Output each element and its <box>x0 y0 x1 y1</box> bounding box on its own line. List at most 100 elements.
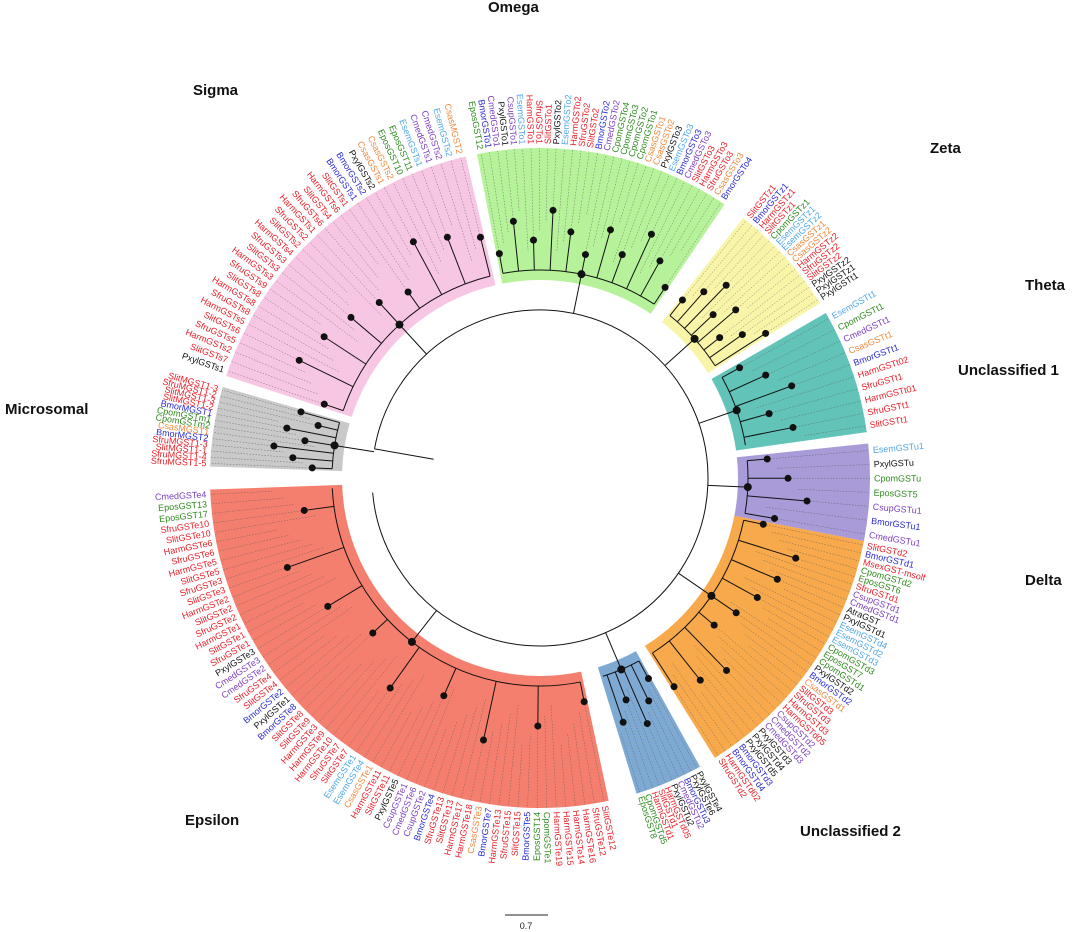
clade-label: Unclassified 1 <box>958 362 1059 379</box>
sub-branch <box>676 291 705 323</box>
clade-stem <box>605 632 622 670</box>
terminal-branch <box>700 680 746 737</box>
terminal-branch <box>730 280 805 337</box>
terminal-branch <box>210 456 303 464</box>
terminal-branch <box>768 618 822 652</box>
bootstrap-node <box>283 563 291 571</box>
bootstrap-node <box>722 281 730 289</box>
bootstrap-node <box>762 371 770 379</box>
terminal-branch <box>694 645 764 721</box>
leaf-label: CpomGSTe1 <box>542 812 553 864</box>
leaf-label: SfruGSTe15 <box>498 810 513 860</box>
bootstrap-node <box>617 665 626 674</box>
leaf-label: CsupGSTu1 <box>872 502 922 516</box>
terminal-branch <box>692 225 753 296</box>
terminal-branch <box>440 163 472 261</box>
sub-branch <box>323 336 367 365</box>
terminal-branch <box>383 187 414 242</box>
sub-branch <box>300 411 340 424</box>
terminal-branch <box>651 177 678 235</box>
terminal-branch <box>670 193 708 256</box>
terminal-branch <box>297 632 373 703</box>
sub-branch <box>350 317 382 344</box>
terminal-branch <box>216 413 287 429</box>
terminal-branch <box>556 148 565 251</box>
terminal-branch <box>730 602 817 659</box>
sub-branch <box>446 237 466 285</box>
terminal-branch <box>748 645 798 685</box>
sub-branch <box>731 559 778 580</box>
leaf-label: EsemGSTo1 <box>515 94 528 145</box>
terminal-branch <box>213 432 315 447</box>
bootstrap-node <box>647 230 655 238</box>
terminal-branch <box>311 663 362 717</box>
sub-branch <box>606 674 624 723</box>
bootstrap-node <box>330 441 339 450</box>
sub-branch <box>697 309 737 343</box>
terminal-branch <box>586 153 598 215</box>
terminal-branch <box>551 705 557 808</box>
bootstrap-node <box>696 676 704 684</box>
bootstrap-node <box>765 410 773 418</box>
sub-branch <box>614 671 627 701</box>
leaf-label: HarmGSTo2 <box>568 96 583 146</box>
terminal-branch <box>783 589 841 616</box>
terminal-branch <box>212 438 274 447</box>
sub-branch <box>711 595 737 614</box>
sub-branch <box>327 585 363 607</box>
terminal-branch <box>421 169 448 238</box>
sub-branch <box>626 234 652 290</box>
leaf-label: SlitGSTo1 <box>543 104 554 144</box>
sub-branch <box>684 284 727 329</box>
terminal-branch <box>210 491 273 495</box>
bootstrap-node <box>375 299 383 307</box>
terminal-branch <box>302 248 348 293</box>
terminal-branch <box>232 570 300 598</box>
bootstrap-node <box>509 217 517 225</box>
terminal-branch <box>451 707 477 797</box>
sub-branch <box>304 440 335 446</box>
clade-label: Delta <box>1025 572 1062 589</box>
clade-label: Microsomal <box>5 401 88 418</box>
sub-branch <box>630 664 650 702</box>
leaf-label: EposGST14 <box>532 812 542 861</box>
bootstrap-node <box>301 437 309 445</box>
terminal-branch <box>211 498 283 505</box>
bootstrap-node <box>606 226 614 234</box>
bootstrap-node <box>320 400 328 408</box>
bootstrap-node <box>788 382 796 390</box>
leaf-label: SfruGSTo1 <box>534 100 544 144</box>
terminal-branch <box>239 342 305 373</box>
terminal-branch <box>723 658 776 710</box>
terminal-branch <box>218 401 319 426</box>
terminal-branch <box>641 174 670 241</box>
terminal-branch <box>625 699 660 786</box>
bootstrap-node <box>495 250 503 258</box>
sub-branch <box>640 260 661 297</box>
terminal-branch <box>778 352 846 381</box>
leaf-label: BmorGSTu1 <box>871 516 922 532</box>
terminal-branch <box>714 625 793 692</box>
terminal-branch <box>210 463 313 469</box>
bootstrap-node <box>407 637 416 646</box>
terminal-branch <box>291 634 361 696</box>
terminal-branch <box>273 635 324 673</box>
terminal-branch <box>563 149 573 242</box>
terminal-branch <box>364 679 414 758</box>
bootstrap-node <box>736 364 744 372</box>
sub-branch <box>729 374 766 393</box>
bootstrap-node <box>324 602 332 610</box>
terminal-branch <box>332 655 398 736</box>
terminal-branch <box>622 168 655 255</box>
terminal-branch <box>696 656 758 727</box>
terminal-branch <box>228 567 288 589</box>
terminal-branch <box>719 274 801 338</box>
bootstrap-node <box>738 331 746 339</box>
bootstrap-node <box>743 483 752 492</box>
leaf-label: CsupGSTo1 <box>505 96 519 145</box>
terminal-branch <box>530 148 534 241</box>
terminal-branch <box>374 192 412 255</box>
clade-stem <box>707 484 748 488</box>
terminal-branch <box>717 635 787 698</box>
terminal-branch <box>267 606 353 666</box>
